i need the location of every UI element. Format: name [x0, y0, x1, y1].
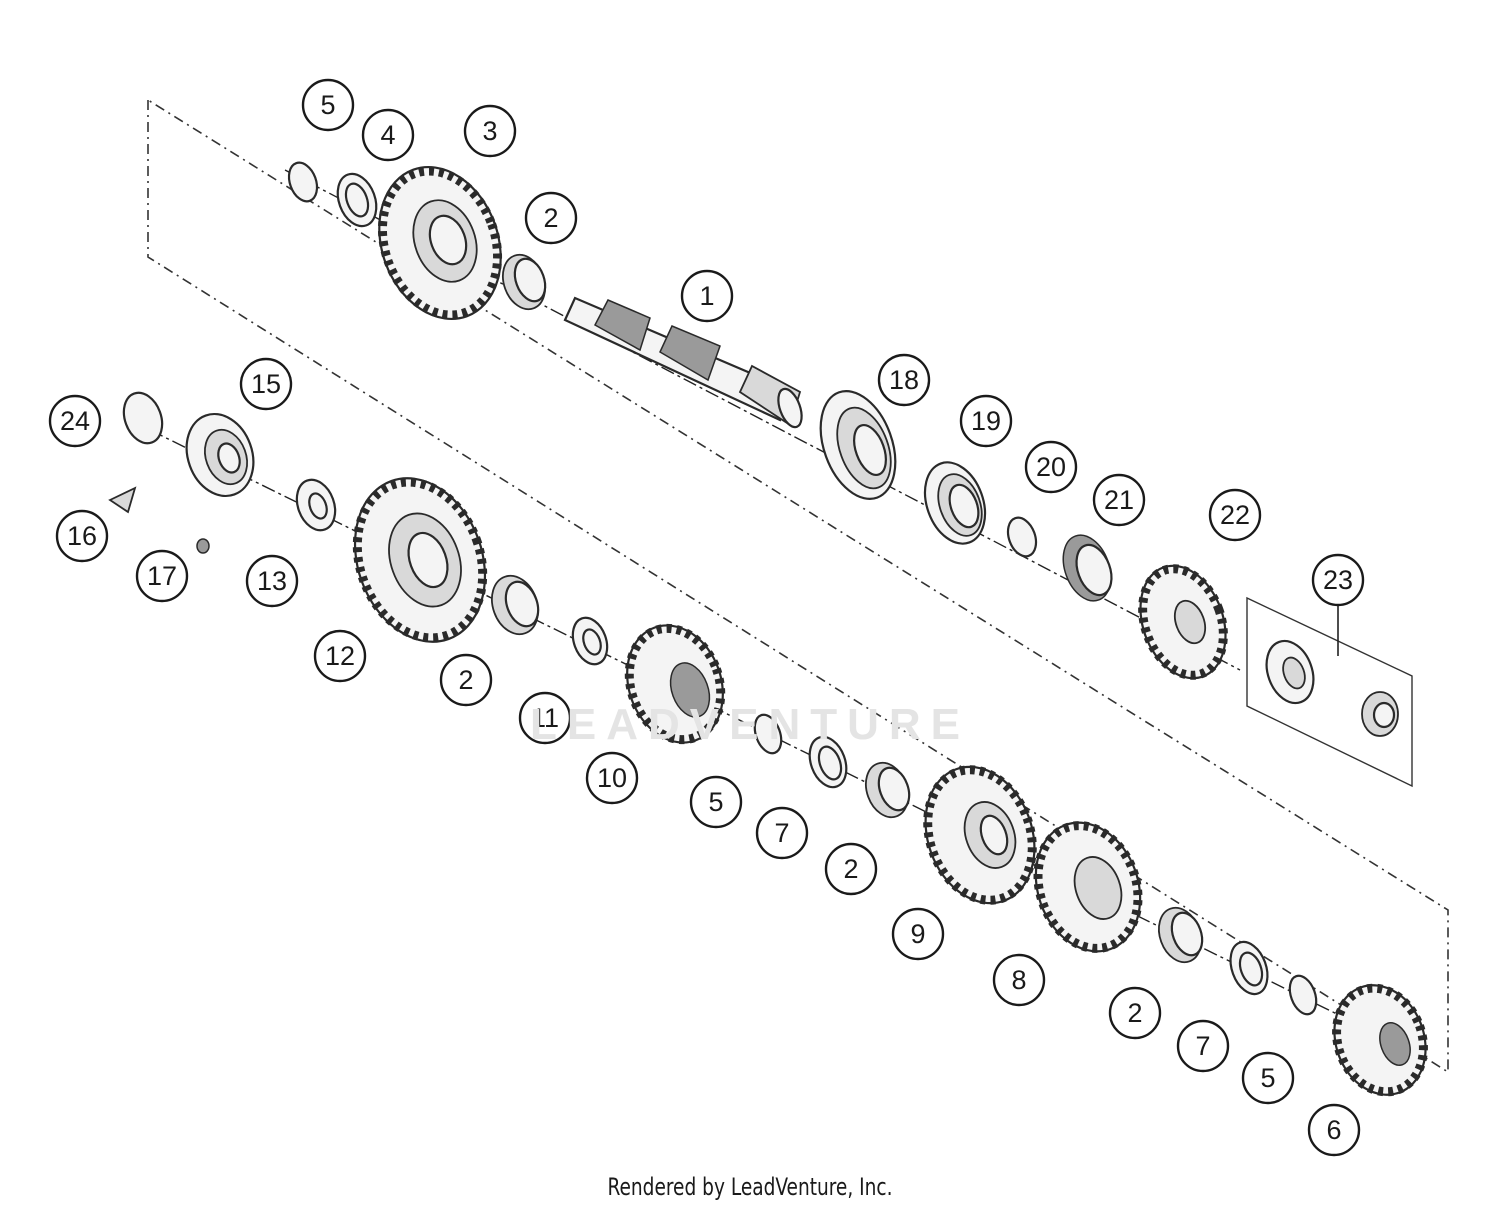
part-bushing-2-mid [491, 574, 540, 636]
part-gear-3 [377, 165, 503, 321]
svg-text:13: 13 [257, 566, 287, 596]
callout-2-low: 2 [824, 842, 878, 896]
part-circlip-5-mid [753, 713, 783, 755]
part-lock-16 [108, 486, 137, 514]
part-washer-7-mid [808, 735, 848, 789]
part-gear-12 [352, 477, 488, 643]
svg-text:5: 5 [708, 787, 723, 817]
part-bushing-2-end [1158, 906, 1204, 964]
svg-text:20: 20 [1036, 452, 1066, 482]
callout-6: 6 [1307, 1103, 1361, 1157]
svg-text:9: 9 [910, 919, 925, 949]
svg-text:19: 19 [971, 406, 1001, 436]
callout-8: 8 [992, 953, 1046, 1007]
svg-text:2: 2 [1127, 998, 1142, 1028]
svg-text:24: 24 [60, 406, 90, 436]
callout-23: 23 [1311, 553, 1365, 607]
part-oring-20 [1006, 516, 1038, 558]
svg-text:5: 5 [1260, 1063, 1275, 1093]
svg-text:2: 2 [458, 665, 473, 695]
callout-2-top: 2 [524, 191, 578, 245]
part-gear-10 [624, 623, 726, 745]
callout-10: 10 [585, 751, 639, 805]
part-bearing-15 [185, 412, 255, 498]
svg-text:1: 1 [699, 281, 714, 311]
callout-11: 11 [518, 691, 572, 745]
footer-credit: Rendered by LeadVenture, Inc. [607, 1173, 893, 1201]
part-washer-7-end [1229, 940, 1269, 996]
svg-text:18: 18 [889, 365, 919, 395]
part-bushing-2-top [502, 253, 547, 311]
callout-2-end: 2 [1108, 986, 1162, 1040]
part-gear-9 [923, 765, 1037, 905]
callout-18: 18 [877, 353, 931, 407]
assembly-boundary [147, 99, 1449, 1074]
svg-text:16: 16 [67, 521, 97, 551]
svg-text:23: 23 [1323, 565, 1353, 595]
svg-text:21: 21 [1104, 485, 1134, 515]
callout-4: 4 [361, 108, 415, 162]
part-washer-13 [295, 478, 337, 532]
part-circlip-5-top [287, 161, 319, 203]
callout-15: 15 [239, 357, 293, 411]
callout-13: 13 [245, 554, 299, 608]
svg-text:8: 8 [1011, 965, 1026, 995]
part-washer-4-top [336, 172, 378, 228]
part-spacer-21 [1062, 534, 1113, 602]
part-main-shaft-1 [563, 296, 803, 429]
part-bushing-2-low [865, 761, 911, 819]
svg-text:2: 2 [543, 203, 558, 233]
part-kit-23-box [1246, 596, 1413, 788]
part-gear-8 [1033, 821, 1143, 953]
callout-16: 16 [55, 509, 109, 563]
callout-17: 17 [135, 549, 189, 603]
svg-text:17: 17 [147, 561, 177, 591]
svg-text:2: 2 [843, 854, 858, 884]
callout-24: 24 [48, 394, 102, 448]
callout-7-end: 7 [1176, 1019, 1230, 1073]
callout-5-mid: 5 [689, 775, 743, 829]
callout-5-top: 5 [301, 78, 355, 132]
svg-text:7: 7 [774, 818, 789, 848]
part-circlip-5-end [1288, 974, 1318, 1016]
callout-12: 12 [313, 629, 367, 683]
callout-19: 19 [959, 394, 1013, 448]
part-washer-11 [571, 616, 609, 666]
callout-2-mid: 2 [439, 653, 493, 707]
svg-text:7: 7 [1195, 1031, 1210, 1061]
part-sprocket-22 [1138, 564, 1228, 680]
callout-1: 1 [680, 269, 734, 323]
svg-text:3: 3 [482, 116, 497, 146]
callout-group: 5 4 3 2 1 18 19 20 21 22 23 15 24 16 17 … [48, 78, 1365, 1157]
callout-22: 22 [1208, 488, 1262, 542]
svg-text:15: 15 [251, 369, 281, 399]
svg-text:22: 22 [1220, 500, 1250, 530]
part-bearing-18 [819, 390, 897, 500]
callout-20: 20 [1024, 440, 1078, 494]
svg-text:6: 6 [1326, 1115, 1341, 1145]
part-circlip-24 [122, 391, 164, 445]
part-screw-17 [196, 538, 210, 554]
svg-text:4: 4 [380, 120, 395, 150]
callout-5-end: 5 [1241, 1051, 1295, 1105]
callout-7-mid: 7 [755, 806, 809, 860]
callout-9: 9 [891, 907, 945, 961]
svg-text:11: 11 [531, 703, 559, 733]
part-seal-19 [923, 461, 987, 545]
svg-text:10: 10 [597, 763, 627, 793]
svg-text:12: 12 [325, 641, 355, 671]
callout-3: 3 [463, 104, 517, 158]
callout-21: 21 [1092, 473, 1146, 527]
svg-text:5: 5 [320, 90, 335, 120]
part-gear-6 [1332, 983, 1428, 1097]
